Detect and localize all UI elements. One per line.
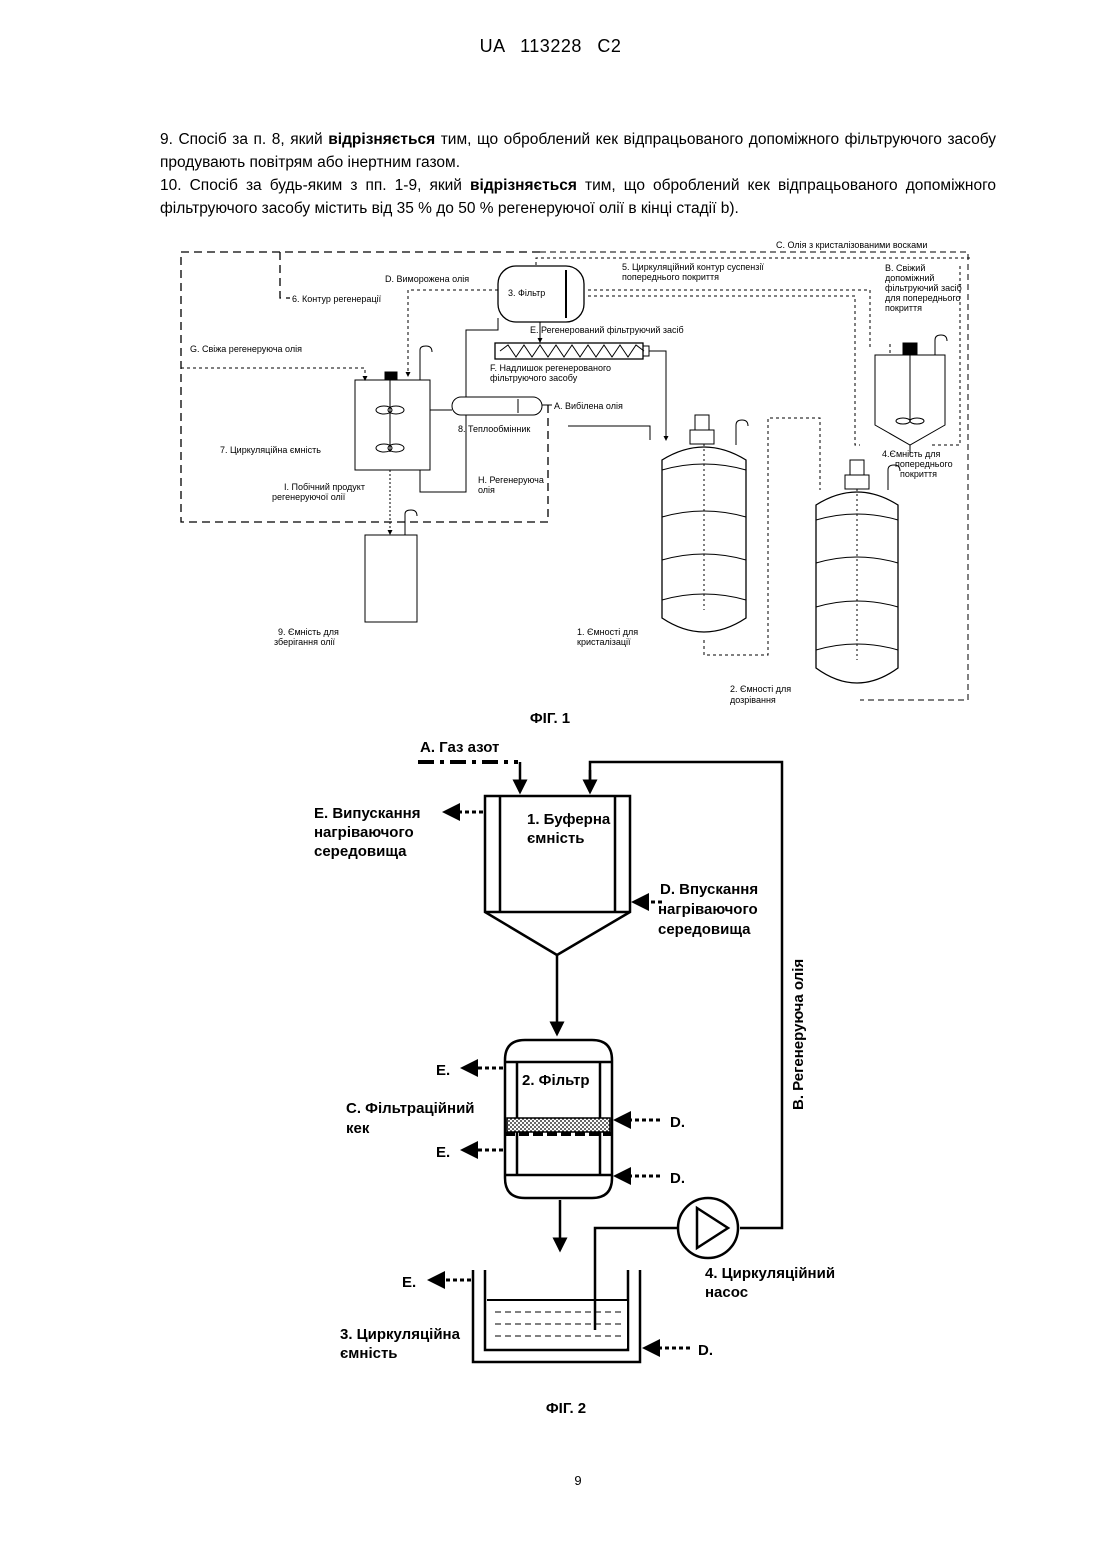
f1-label-mat2-a: 2. Ємності для <box>730 684 791 694</box>
f2-label-pump-a: 4. Циркуляційний <box>705 1265 835 1282</box>
f1-label-i-b: регенеруючої олії <box>272 492 346 502</box>
f2-label-cake-b: кек <box>346 1120 370 1137</box>
f2-label-filter: 2. Фільтр <box>522 1072 590 1089</box>
fig2-filter-vessel <box>505 1040 612 1198</box>
f1-label-b2: допоміжний <box>885 273 934 283</box>
f2-label-e1a: E. Випускання <box>314 805 421 822</box>
fig1-heat-exchanger <box>452 397 542 415</box>
f2-label-e1c: середовища <box>314 843 407 860</box>
f1-label-c: C. Олія з кристалізованими восками <box>776 240 927 250</box>
fig1-circulation-tank <box>355 380 430 470</box>
fig1-precoat-tank <box>875 335 947 455</box>
f1-label-loop6: 6. Контур регенерації <box>292 294 382 304</box>
fig2-circulation-tank <box>473 1270 640 1362</box>
f2-label-cake-a: C. Фільтраційний <box>346 1100 475 1117</box>
f2-label-tank-a: 3. Циркуляційна <box>340 1326 461 1343</box>
f2-label-buf1: 1. Буферна <box>527 811 611 828</box>
f1-label-pc4-b: попереднього <box>895 459 953 469</box>
f2-label-e-2: E. <box>436 1062 450 1079</box>
f2-label-e-4: E. <box>402 1274 416 1291</box>
f1-label-b4: для попереднього <box>885 293 960 303</box>
f1-label-i-a: I. Побічний продукт <box>284 482 365 492</box>
f1-label-tank7: 7. Циркуляційна ємність <box>220 445 321 455</box>
f1-label-e: E. Регенерований фільтруючий засіб <box>530 325 684 335</box>
f1-label-a: A. Вибілена олія <box>554 401 623 411</box>
f1-label-circ5-a: 5. Циркуляційний контур суспензії <box>622 262 764 272</box>
f2-label-e-3: E. <box>436 1144 450 1161</box>
f2-label-d-2: D. <box>670 1114 685 1131</box>
f1-label-mat2-b: дозрівання <box>730 695 776 705</box>
f1-label-d: D. Виморожена олія <box>385 274 469 284</box>
fig1-caption: ФІГ. 1 <box>530 710 570 727</box>
f2-label-regen: B. Регенеруюча олія <box>790 959 807 1110</box>
figure-2-labels: A. Газ азот 1. Буферна ємність E. Випуск… <box>314 739 835 1362</box>
f2-label-d-4: D. <box>698 1342 713 1359</box>
f1-label-hx8: 8. Теплообмінник <box>458 424 530 434</box>
fig2-caption: ФІГ. 2 <box>546 1400 586 1417</box>
f1-label-st9-a: 9. Ємність для <box>278 627 339 637</box>
f1-label-b5: покриття <box>885 303 922 313</box>
f1-label-b1: B. Свіжий <box>885 263 925 273</box>
f2-label-d1a: D. Впускання <box>660 881 758 898</box>
f1-label-pc4-c: покриття <box>900 469 937 479</box>
f1-label-filter: 3. Фільтр <box>508 288 545 298</box>
figure-1-labels: C. Олія з кристалізованими восками 5. Ци… <box>190 240 962 705</box>
f2-label-d-3: D. <box>670 1170 685 1187</box>
f1-label-g: G. Свіжа регенеруюча олія <box>190 344 302 354</box>
f1-label-f-a: F. Надлишок регенерованого <box>490 363 611 373</box>
f1-label-cr1-a: 1. Ємності для <box>577 627 638 637</box>
f2-label-d1b: нагріваючого <box>658 901 758 918</box>
f1-label-f-b: фільтруючого засобу <box>490 373 578 383</box>
f2-label-tank-b: ємність <box>340 1345 398 1362</box>
fig1-maturation-vessel <box>816 460 900 683</box>
f1-label-h-a: H. Регенеруюча <box>478 475 544 485</box>
f1-label-b3: фільтруючий засіб <box>885 283 962 293</box>
f2-label-gas: A. Газ азот <box>420 739 499 756</box>
f1-label-pc4-a: 4.Ємність для <box>882 449 940 459</box>
f2-label-d1c: середовища <box>658 921 751 938</box>
f1-label-circ5-b: попереднього покриття <box>622 272 719 282</box>
fig1-crystallization-vessel <box>662 415 748 632</box>
page-number: 9 <box>574 1473 581 1488</box>
f1-label-cr1-b: кристалізації <box>577 637 631 647</box>
f2-label-e1b: нагріваючого <box>314 824 414 841</box>
f2-label-buf2: ємність <box>527 830 585 847</box>
f2-label-pump-b: насос <box>705 1284 748 1301</box>
f1-label-h-b: олія <box>478 485 495 495</box>
fig2-filter-cake <box>507 1118 610 1132</box>
f1-label-st9-b: зберігання олії <box>274 637 336 647</box>
fig1-storage-tank <box>365 535 417 622</box>
